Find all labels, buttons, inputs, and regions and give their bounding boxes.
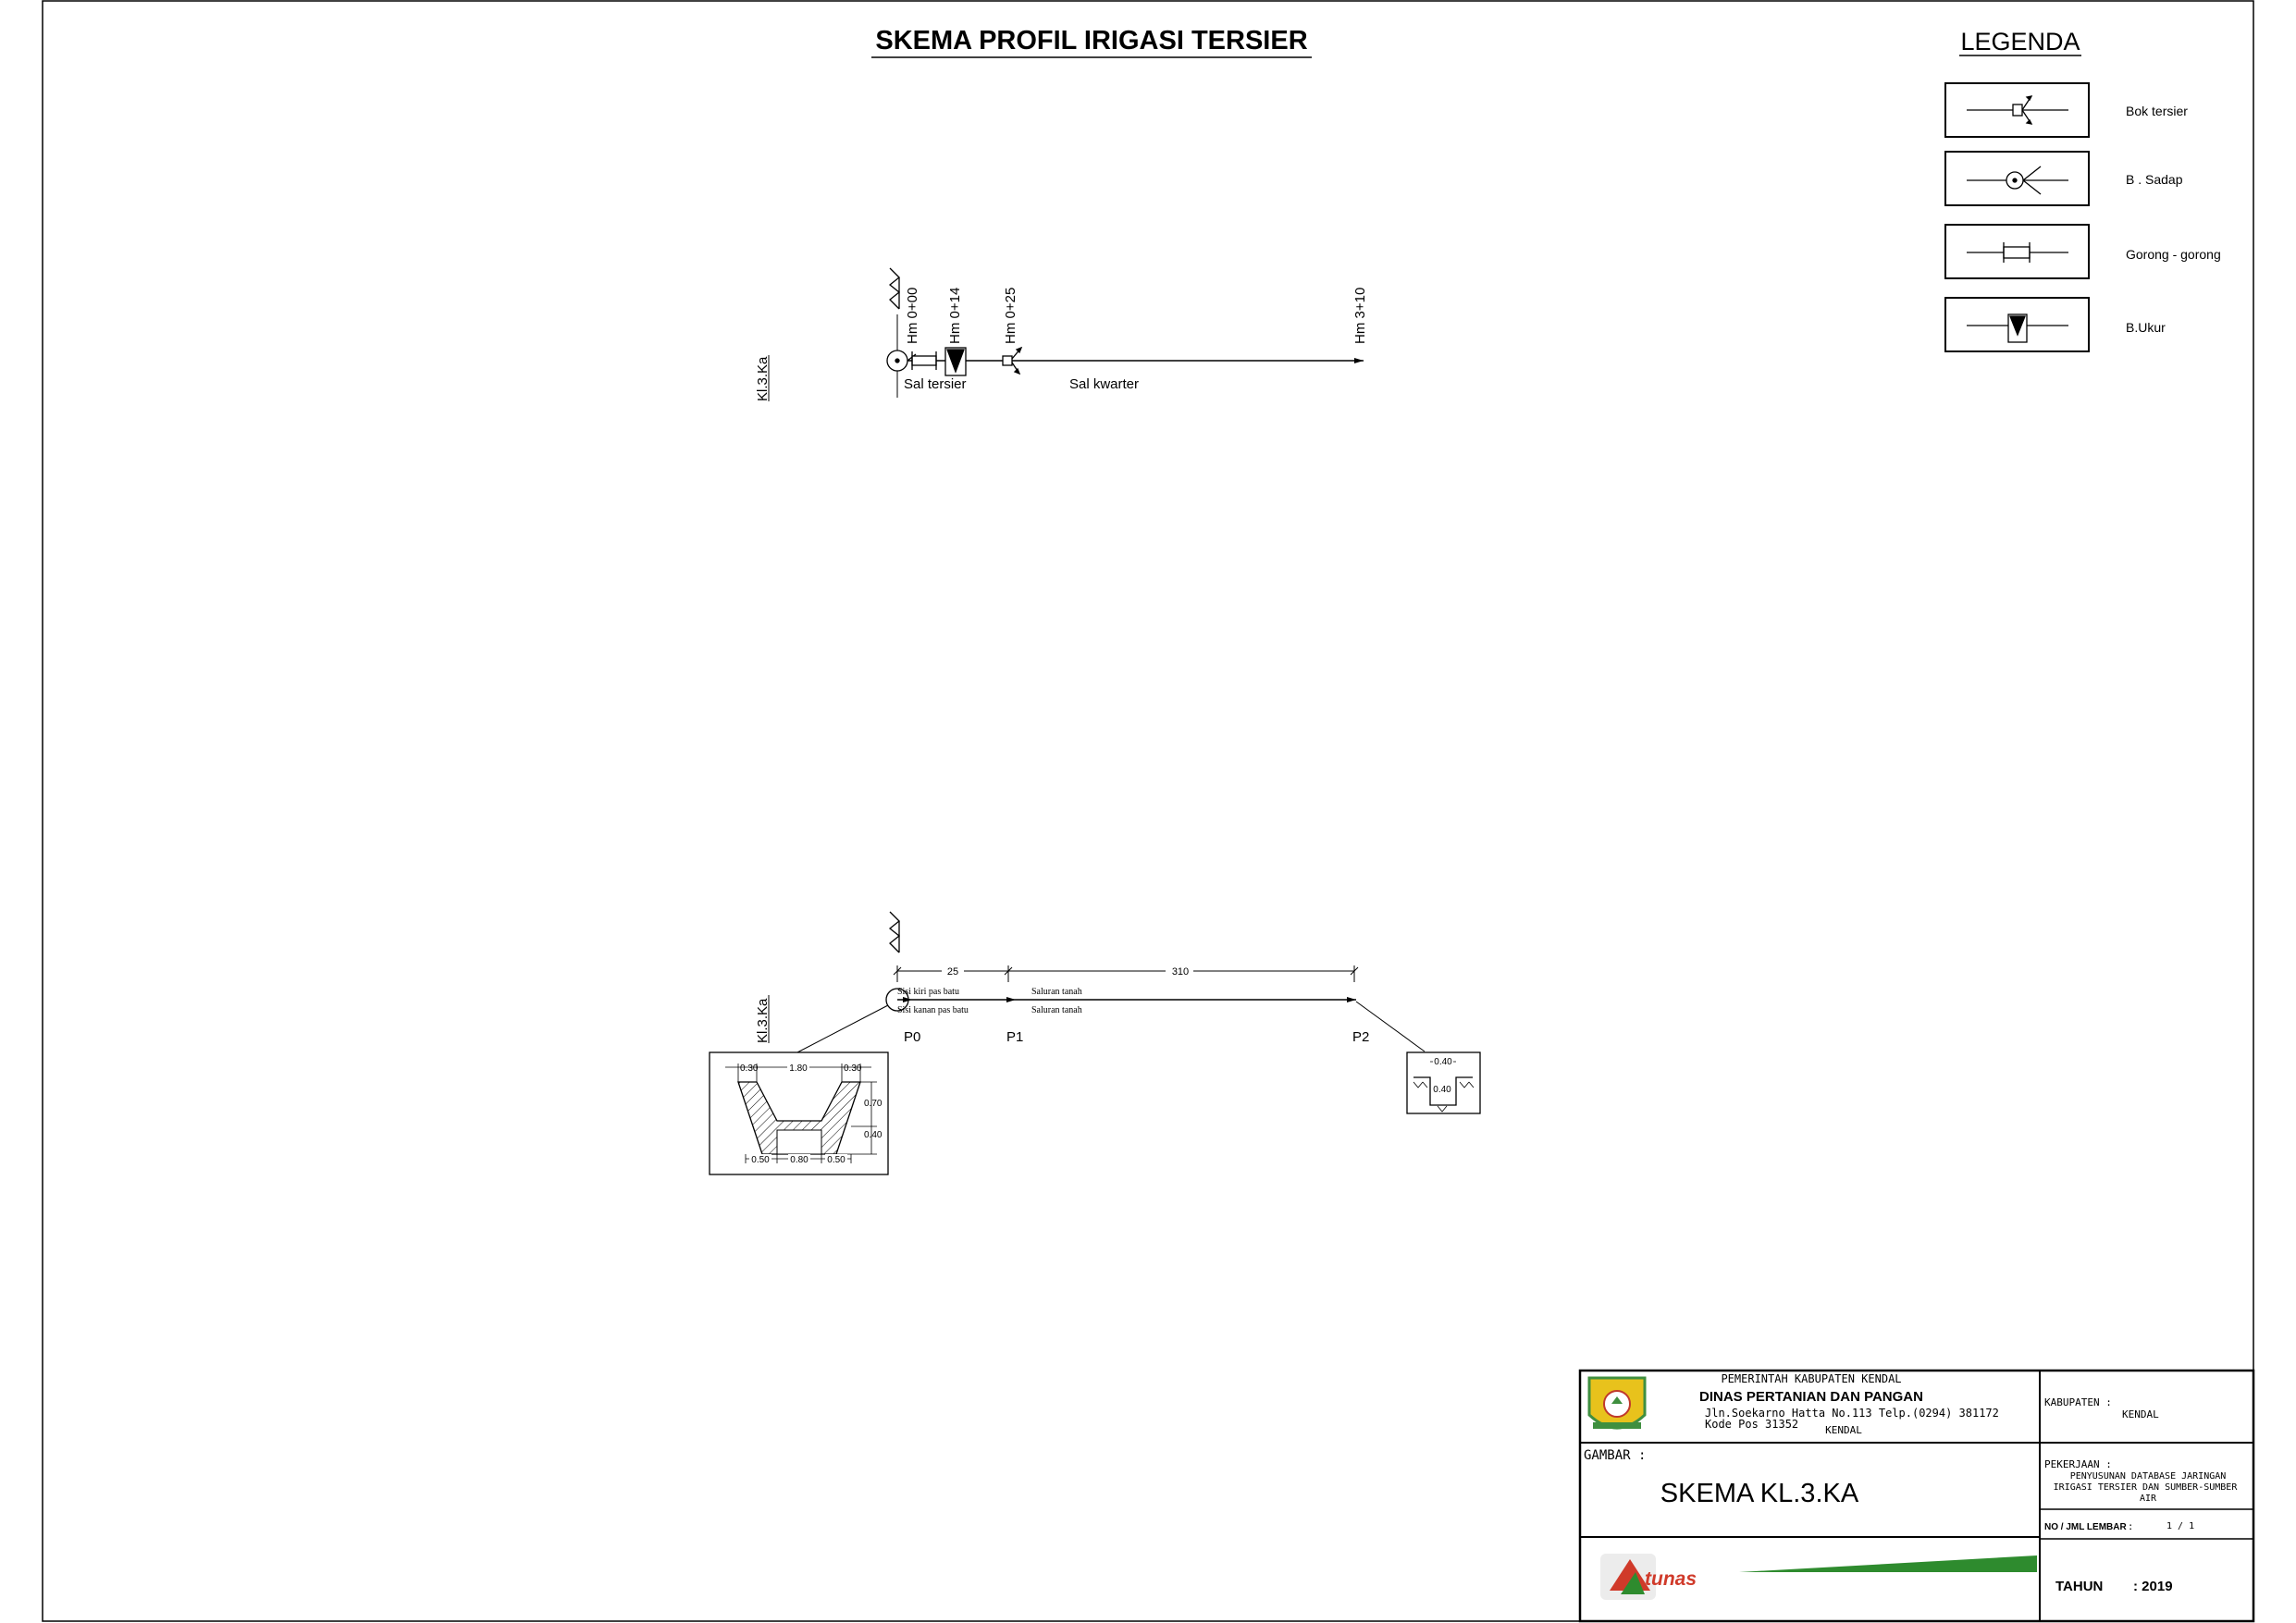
scheme-canal-name: Kl.3.Ka (755, 356, 771, 401)
agency-line-2: DINAS PERTANIAN DAN PANGAN (1699, 1389, 1923, 1405)
legend-label-gorong-gorong: Gorong - gorong (2126, 247, 2221, 262)
dimension-label: 0.50 (751, 1155, 770, 1165)
north-arrow-icon (888, 911, 901, 953)
point-label: P1 (1006, 1029, 1023, 1045)
cross-section-soil: 0.40 0.40 (1406, 1051, 1481, 1114)
irrigation-profile: Kl.3.Ka 25 310 Sisi kiri pas batu Sis (709, 911, 1481, 1175)
consultant-logo: tunas (1584, 1542, 2037, 1617)
legend-heading: LEGENDA (1960, 28, 2080, 55)
station-label: Hm 3+10 (1352, 288, 1368, 344)
profile-canal-name: Kl.3.Ka (755, 998, 771, 1043)
cross-section-masonry: 0.30 1.80 0.30 0.70 0.40 0.50 0.80 0.50 (709, 1051, 889, 1175)
legend-item-bangunan-ukur: B.Ukur (1944, 297, 2166, 352)
legend-label-bangunan-ukur: B.Ukur (2126, 320, 2166, 335)
pekerjaan-line: IRIGASI TERSIER DAN SUMBER-SUMBER (2054, 1482, 2239, 1493)
station-label: Hm 0+00 (905, 288, 920, 344)
soil-canal-label: Saluran tanah (1031, 987, 1082, 997)
station-label: Hm 0+14 (947, 288, 963, 344)
point-label: P2 (1352, 1029, 1369, 1045)
year-label: TAHUN (2055, 1579, 2103, 1594)
station-label: Hm 0+25 (1003, 288, 1018, 344)
dimension-label: 0.80 (790, 1155, 809, 1165)
segment-label-kwarter: Sal kwarter (1069, 376, 1139, 392)
sheet-number-value: 1 / 1 (2166, 1521, 2194, 1531)
bangunan-sadap-symbol (1967, 166, 2068, 195)
distance-dimension (893, 965, 1359, 982)
scheme-gorong-gorong-icon (911, 351, 937, 370)
gambar-label: GAMBAR : (1584, 1448, 1646, 1463)
agency-city: KENDAL (1825, 1424, 1862, 1436)
distance-label: 25 (947, 966, 958, 977)
agency-postcode: Kode Pos 31352 (1705, 1418, 1798, 1431)
dimension-label: 0.70 (864, 1099, 883, 1109)
sheet-border (42, 0, 2254, 1622)
bok-tersier-symbol (1967, 95, 2068, 125)
legend-label-bok-tersier: Bok tersier (2126, 104, 2188, 118)
agency-line-1: PEMERINTAH KABUPATEN KENDAL (1721, 1372, 1901, 1385)
dimension-label: 0.50 (827, 1155, 846, 1165)
irrigation-scheme: Kl.3.Ka (755, 267, 1368, 401)
pekerjaan-line: PENYUSUNAN DATABASE JARINGAN (2070, 1471, 2227, 1482)
gorong-gorong-symbol (1967, 242, 2068, 263)
legend-label-bangunan-sadap: B . Sadap (2126, 172, 2183, 187)
lining-right-label: Sisi kanan pas batu (897, 1005, 969, 1015)
legend: LEGENDA Bok tersier (1944, 28, 2221, 352)
title-block: PEMERINTAH KABUPATEN KENDAL DINAS PERTAN… (1578, 1369, 2255, 1623)
pekerjaan-line: AIR (2140, 1494, 2157, 1504)
drawing-title: SKEMA PROFIL IRIGASI TERSIER (875, 26, 1307, 55)
legend-item-gorong-gorong: Gorong - gorong (1944, 224, 2221, 279)
dimension-label: 0.30 (740, 1064, 759, 1074)
soil-canal-label: Saluran tanah (1031, 1005, 1082, 1015)
sheet-number-label: NO / JML LEMBAR : (2044, 1522, 2132, 1532)
agency-address: Jln.Soekarno Hatta No.113 Telp.(0294) 38… (1705, 1407, 1999, 1420)
north-arrow-icon (888, 267, 901, 310)
dimension-label: 0.40 (864, 1130, 883, 1140)
segment-label-tersier: Sal tersier (904, 376, 967, 392)
drawing-name: SKEMA KL.3.KA (1660, 1479, 1859, 1508)
dimension-label: 0.40 (1433, 1085, 1451, 1095)
legend-item-bangunan-sadap: B . Sadap (1944, 151, 2183, 206)
distance-label: 310 (1172, 966, 1189, 977)
consultant-logo-text: tunas (1645, 1568, 1697, 1590)
scheme-bangunan-ukur-icon (944, 347, 967, 376)
legend-item-bok-tersier: Bok tersier (1944, 82, 2188, 138)
kabupaten-value: KENDAL (2122, 1408, 2159, 1420)
dimension-label: 0.30 (844, 1064, 862, 1074)
scheme-bok-tersier-icon (1002, 346, 1023, 375)
dimension-label: 0.40 (1434, 1057, 1452, 1067)
lining-left-label: Sisi kiri pas batu (897, 987, 959, 997)
kabupaten-label: KABUPATEN : (2044, 1396, 2112, 1408)
pekerjaan-label: PEKERJAAN : (2044, 1458, 2112, 1470)
scheme-bangunan-sadap-icon (886, 350, 917, 372)
dimension-label: 1.80 (789, 1064, 808, 1074)
year-value: : 2019 (2133, 1579, 2173, 1594)
kendal-regency-emblem (1587, 1376, 1647, 1430)
point-label: P0 (904, 1029, 920, 1045)
bangunan-ukur-symbol (1967, 314, 2068, 343)
